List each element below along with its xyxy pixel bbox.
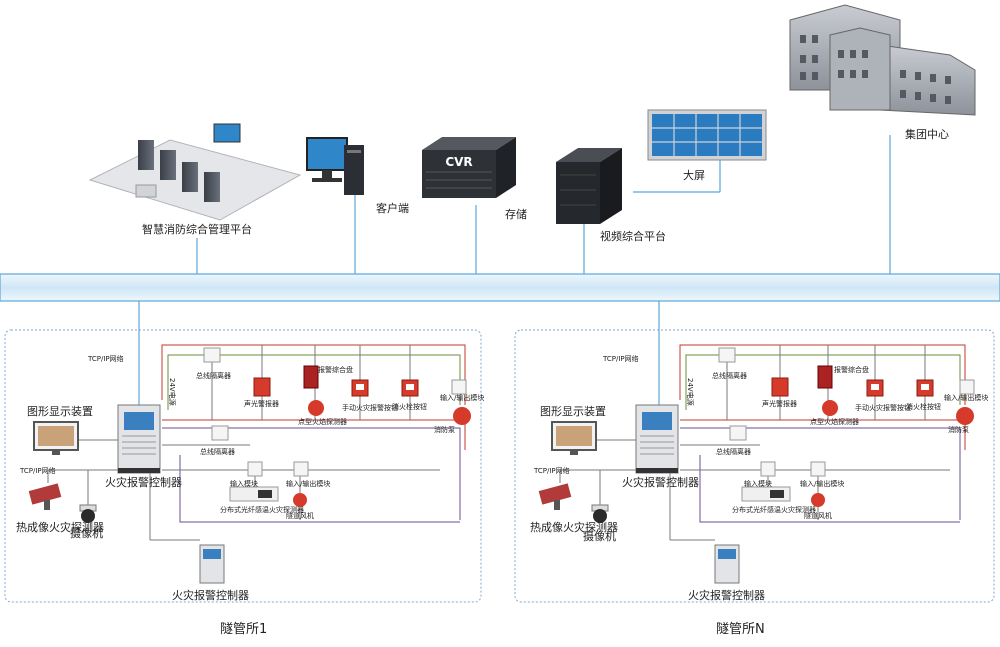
hydrant-button-icon[interactable] bbox=[916, 379, 934, 397]
hydrant-pump-icon[interactable] bbox=[453, 407, 471, 425]
input-module-icon[interactable] bbox=[741, 461, 791, 502]
platform-server-room bbox=[88, 123, 302, 221]
flame-detector-icon[interactable] bbox=[817, 365, 838, 416]
controller-label: 火灾报警控制器 bbox=[622, 475, 699, 489]
flame-detector-label: 点型火焰探测器 bbox=[298, 417, 347, 426]
bus-isolator-icon[interactable] bbox=[211, 425, 229, 441]
station-n: 火灾报警控制器 图形显示装置 TCP/IP网络 TCP/IP网络 热成像火灾探测… bbox=[514, 329, 995, 637]
flame-detector-icon[interactable] bbox=[303, 365, 324, 416]
bus-isolator-icon[interactable] bbox=[729, 425, 747, 441]
flame-detector-label: 点型火焰探测器 bbox=[810, 417, 859, 426]
io-module-icon[interactable] bbox=[293, 461, 309, 477]
manual-alarm-label: 手动火灾报警按钮 bbox=[342, 403, 398, 412]
client-pc-icon[interactable] bbox=[306, 137, 364, 195]
platform-label: 智慧消防综合管理平台 bbox=[142, 222, 252, 236]
tcp-left-label: TCP/IP网络 bbox=[533, 466, 570, 475]
input-module-label: 输入模块 bbox=[230, 479, 258, 488]
fan-label: 隧道风机 bbox=[286, 511, 314, 520]
graphic-display-label: 图形显示装置 bbox=[27, 405, 93, 418]
fire-alarm-controller-icon[interactable] bbox=[117, 404, 161, 474]
uplinks bbox=[138, 135, 891, 420]
io-module-top-label: 输入/输出模块 bbox=[944, 393, 988, 402]
io-module-top-icon[interactable] bbox=[451, 379, 467, 395]
tcp-top-label: TCP/IP网络 bbox=[87, 354, 124, 363]
hq-building-icon bbox=[789, 4, 976, 116]
input-module-label: 输入模块 bbox=[744, 479, 772, 488]
client-label: 客户端 bbox=[376, 201, 409, 215]
bus-label-1: 24V电源 bbox=[686, 378, 695, 406]
big-screen-icon[interactable] bbox=[647, 109, 767, 161]
io-module-icon[interactable] bbox=[810, 461, 826, 477]
input-module-icon[interactable] bbox=[229, 461, 279, 502]
bus-isolator-2-label: 总线隔离器 bbox=[200, 447, 235, 456]
io-module-label: 输入/输出模块 bbox=[800, 479, 844, 488]
graphic-display-icon[interactable] bbox=[551, 421, 597, 455]
hydrant-label: 消防泵 bbox=[948, 425, 969, 434]
phone-label: 报警综合盘 bbox=[834, 365, 869, 374]
thermal-camera-label: 热成像火灾探测器 bbox=[530, 520, 618, 534]
dome-camera-icon[interactable] bbox=[79, 504, 97, 523]
fan-icon[interactable] bbox=[811, 493, 825, 507]
tcp-left-label: TCP/IP网络 bbox=[19, 466, 56, 475]
station-1: 火灾报警控制器 图形显示装置 TCP/IP网络 TCP/IP网络 热成像火灾探测… bbox=[4, 329, 484, 637]
graphic-display-label: 图形显示装置 bbox=[540, 405, 606, 418]
hydrant-label: 消防泵 bbox=[434, 425, 455, 434]
phone-label: 报警综合盘 bbox=[318, 365, 353, 374]
fan-label: 隧道风机 bbox=[804, 511, 832, 520]
storage-label: 存储 bbox=[505, 207, 527, 221]
sounder-icon[interactable] bbox=[771, 377, 789, 397]
fan-icon[interactable] bbox=[293, 493, 307, 507]
video-platform-icon[interactable] bbox=[556, 148, 622, 224]
sub-controller-icon[interactable] bbox=[714, 544, 740, 584]
controller-label: 火灾报警控制器 bbox=[105, 475, 182, 489]
io-module-top-icon[interactable] bbox=[959, 379, 975, 395]
sounder-label: 声光警报器 bbox=[244, 399, 279, 408]
manual-alarm-icon[interactable] bbox=[351, 379, 369, 397]
sounder-label: 声光警报器 bbox=[762, 399, 797, 408]
fire-alarm-controller-icon[interactable] bbox=[635, 404, 679, 474]
station-name: 隧管所1 bbox=[220, 621, 267, 637]
dome-camera-icon[interactable] bbox=[591, 504, 609, 523]
manual-alarm-icon[interactable] bbox=[866, 379, 884, 397]
sub-controller-icon[interactable] bbox=[199, 544, 225, 584]
io-module-top-label: 输入/输出模块 bbox=[440, 393, 484, 402]
hydrant-button-icon[interactable] bbox=[401, 379, 419, 397]
thermal-camera-icon[interactable] bbox=[538, 483, 572, 510]
bus-isolator-1-label: 总线隔离器 bbox=[712, 371, 747, 380]
hq-label: 集团中心 bbox=[905, 127, 949, 141]
camera-label: 摄像机 bbox=[70, 526, 103, 540]
bus-isolator-icon[interactable] bbox=[718, 347, 736, 363]
cvr-storage-icon[interactable] bbox=[422, 137, 516, 198]
bus-isolator-1-label: 总线隔离器 bbox=[196, 371, 231, 380]
thermal-camera-icon[interactable] bbox=[28, 483, 62, 510]
station-name: 隧管所N bbox=[716, 621, 765, 637]
graphic-display-icon[interactable] bbox=[33, 421, 79, 455]
big-screen-label: 大屏 bbox=[683, 168, 705, 182]
manual-alarm-label: 手动火灾报警按钮 bbox=[855, 403, 911, 412]
network-bus bbox=[0, 273, 1000, 302]
bus-label-1: 24V电源 bbox=[168, 378, 177, 406]
thermal-camera-label: 热成像火灾探测器 bbox=[16, 520, 104, 534]
bus-isolator-2-label: 总线隔离器 bbox=[716, 447, 751, 456]
linear-detector-label: 分布式光纤感温火灾探测器 bbox=[220, 505, 304, 514]
video-platform-label: 视频综合平台 bbox=[600, 229, 666, 243]
sub-controller-label: 火灾报警控制器 bbox=[688, 588, 765, 602]
camera-label: 摄像机 bbox=[583, 529, 616, 543]
hydrant-button-label: 消火栓按钮 bbox=[392, 402, 427, 411]
hydrant-pump-icon[interactable] bbox=[956, 407, 974, 425]
io-module-label: 输入/输出模块 bbox=[286, 479, 330, 488]
sounder-icon[interactable] bbox=[253, 377, 271, 397]
cvr-label: CVR bbox=[445, 155, 472, 169]
hydrant-button-label: 消火栓按钮 bbox=[906, 402, 941, 411]
tcp-top-label: TCP/IP网络 bbox=[602, 354, 639, 363]
sub-controller-label: 火灾报警控制器 bbox=[172, 588, 249, 602]
bus-isolator-icon[interactable] bbox=[203, 347, 221, 363]
linear-detector-label: 分布式光纤感温火灾探测器 bbox=[732, 505, 816, 514]
